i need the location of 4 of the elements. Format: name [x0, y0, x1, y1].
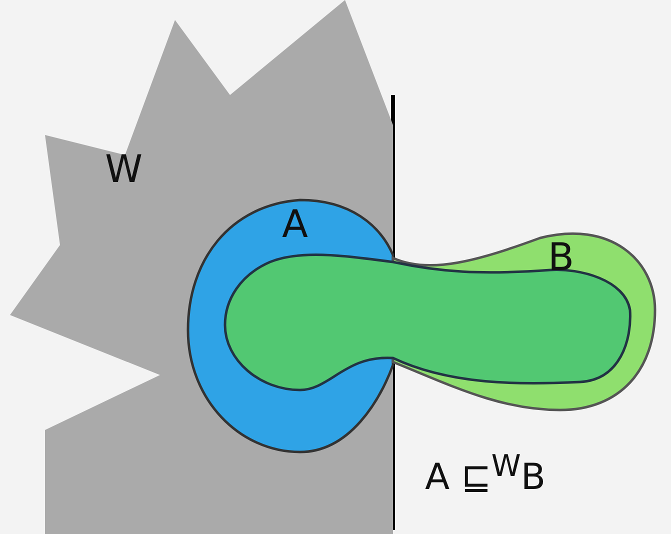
- relation-label: A ⊑$^{W}$B: [425, 452, 546, 496]
- region-label: A: [282, 205, 308, 243]
- region-label: B: [548, 238, 574, 276]
- region-label: W: [105, 150, 143, 188]
